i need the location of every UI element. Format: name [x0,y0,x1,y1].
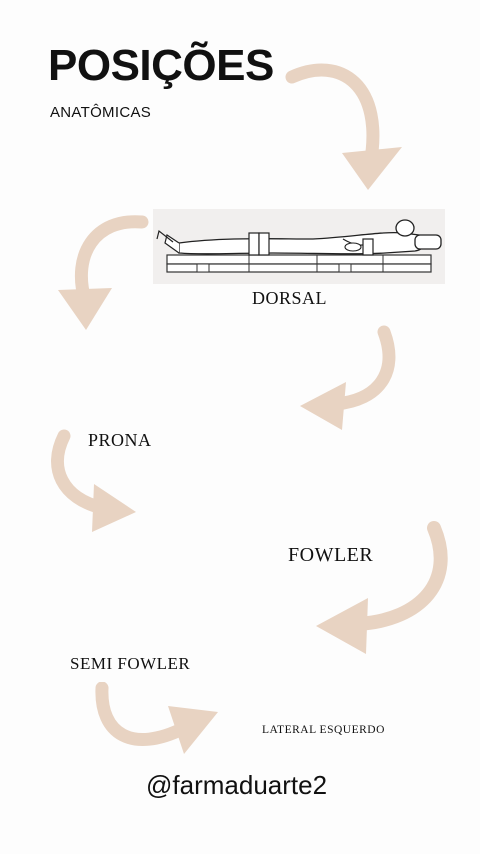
label-prona: PRONA [88,430,152,450]
label-lateral-esquerdo: LATERAL ESQUERDO [262,724,385,736]
label-dorsal: DORSAL [252,288,328,308]
page-subtitle: ANATÔMICAS [50,104,152,121]
label-fowler: FOWLER [288,544,374,566]
curved-arrow-icon [51,429,136,532]
page-title: POSIÇÕES [48,41,274,90]
curved-arrow-icon [285,63,402,190]
curved-arrow-icon [95,682,218,754]
curved-arrow-icon [58,215,149,330]
curved-arrow-icon [316,521,448,654]
dorsal-position-illustration [153,209,445,284]
curved-arrow-icon [300,325,396,430]
social-handle: @farmaduarte2 [146,770,328,800]
label-semi-fowler: SEMI FOWLER [70,654,191,673]
